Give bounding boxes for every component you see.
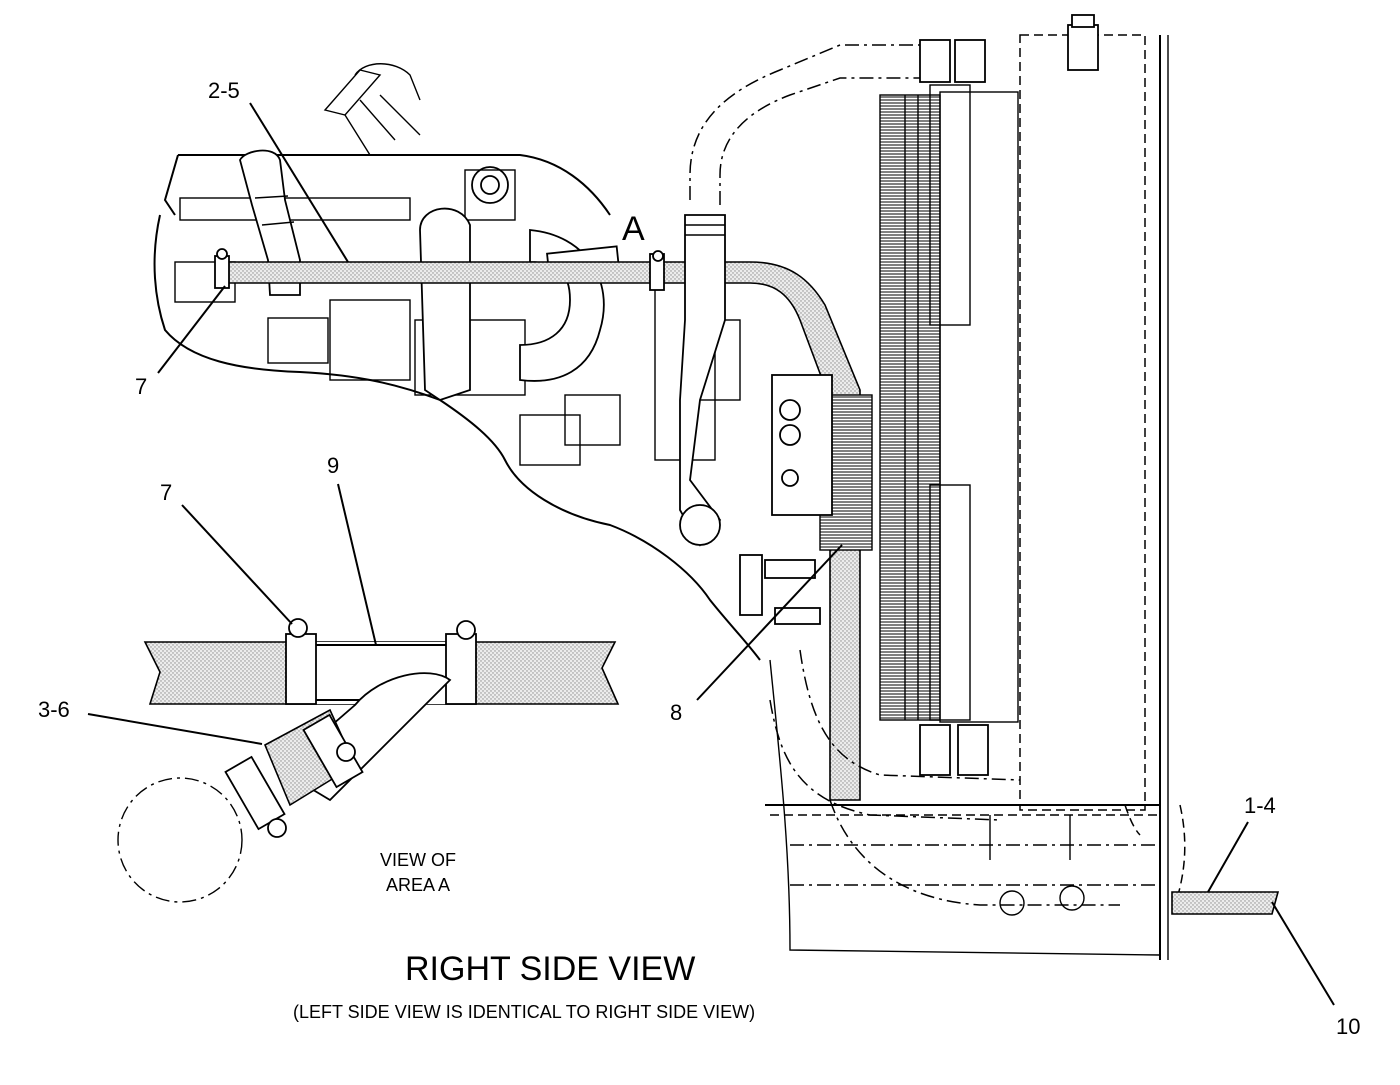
caption-title: RIGHT SIDE VIEW [405, 950, 695, 988]
callout-10: 10 [1336, 1014, 1360, 1039]
upper-radiator-hose [679, 39, 986, 547]
detail-view-area-a [117, 618, 620, 903]
caption-note: (LEFT SIDE VIEW IS IDENTICAL TO RIGHT SI… [293, 1002, 755, 1022]
engine-block [153, 63, 761, 661]
area-a-marker: A [622, 210, 645, 248]
radiator [739, 14, 1169, 960]
tube-assembly-9 [214, 248, 861, 801]
frame-and-lower-hose [765, 649, 1280, 956]
callout-1-4: 1-4 [1244, 793, 1276, 818]
callout-2-5: 2-5 [208, 78, 240, 103]
callout-7-detail: 7 [160, 480, 172, 505]
detail-label-line1: VIEW OF [380, 850, 456, 870]
callout-7-top: 7 [135, 374, 147, 399]
callout-9: 9 [327, 453, 339, 478]
callout-8: 8 [670, 700, 682, 725]
callout-3-6: 3-6 [38, 697, 70, 722]
detail-label-line2: AREA A [386, 875, 450, 895]
leader-lines [87, 102, 1335, 1006]
